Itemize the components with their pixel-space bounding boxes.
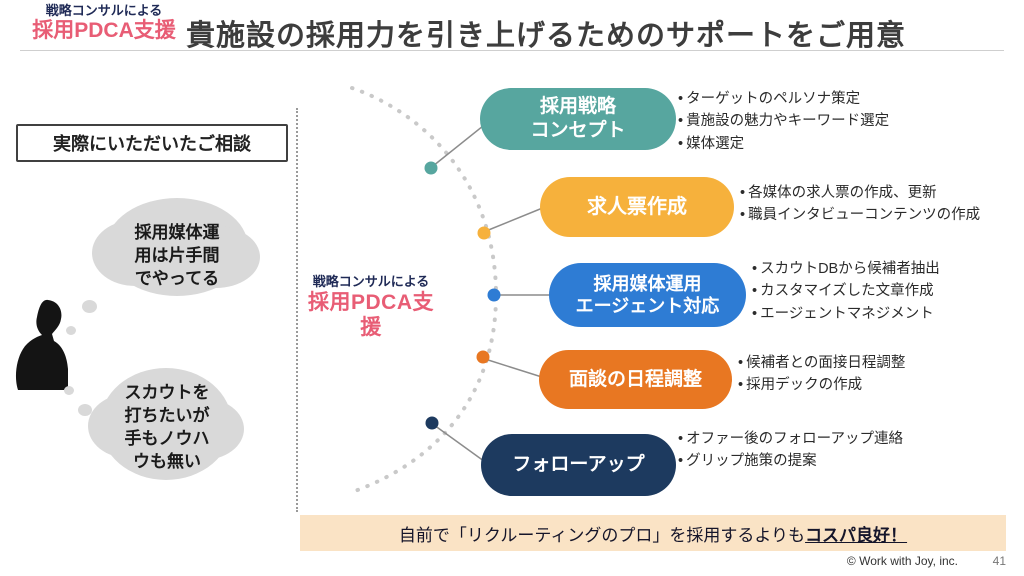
consult-heading-box: 実際にいただいたご相談 xyxy=(16,124,288,162)
bullet-item: グリップ施策の提案 xyxy=(678,450,903,472)
bullet-item: オファー後のフォローアップ連絡 xyxy=(678,428,903,450)
eyebrow-top-label: 戦略コンサルによる xyxy=(45,3,163,18)
thought-cloud-2 xyxy=(88,368,244,480)
header-divider xyxy=(20,50,1004,51)
connector-line-4 xyxy=(484,358,546,379)
copyright-text: © Work with Joy, inc. xyxy=(846,554,958,568)
bullet-item: 採用デックの作成 xyxy=(738,374,905,396)
thought-bubble-dot xyxy=(82,300,97,313)
step-pill-strategy-concept: 採用戦略 コンセプト xyxy=(480,88,676,150)
person-silhouette xyxy=(15,299,69,390)
eyebrow-main-label: 採用PDCA支援 xyxy=(32,18,176,42)
page-number: 41 xyxy=(992,554,1006,568)
bullet-item: ターゲットのペルソナ策定 xyxy=(678,88,889,110)
bullet-item: 貴施設の魅力やキーワード選定 xyxy=(678,110,889,132)
center-label-main: 採用PDCA支援 xyxy=(307,290,434,339)
banner-text: 自前で「リクルーティングのプロ」を採用するよりも xyxy=(398,525,806,545)
step-pill-job-posting: 求人票作成 xyxy=(540,177,734,237)
thought-bubble-dot xyxy=(64,386,74,395)
step-bullets-5: オファー後のフォローアップ連絡 グリップ施策の提案 xyxy=(678,428,903,473)
center-label: 戦略コンサルによる 採用PDCA支援 xyxy=(300,274,442,340)
step-pill-label-line: 求人票作成 xyxy=(587,195,687,218)
connector-line-1 xyxy=(432,121,489,167)
step-pill-label-line: エージェント対応 xyxy=(575,296,720,316)
thought-cloud-1 xyxy=(92,198,260,296)
bullet-item: 職員インタビューコンテンツの作成 xyxy=(740,204,980,226)
step-bullets-3: スカウトDBから候補者抽出 カスタマイズした文章作成 エージェントマネジメント xyxy=(752,258,940,325)
step-pill-label-line: 採用戦略 xyxy=(539,96,616,118)
connector-line-2 xyxy=(485,206,546,232)
step-dot-5 xyxy=(425,416,439,430)
step-pill-label-line: 面談の日程調整 xyxy=(568,368,702,390)
connector-line-5 xyxy=(433,424,489,465)
step-dot-4 xyxy=(476,350,490,364)
page-title: 貴施設の採用力を引き上げるためのサポートをご用意 xyxy=(186,20,907,52)
bullet-item: 媒体選定 xyxy=(678,133,889,155)
thought-bubble-dot xyxy=(66,326,76,335)
step-dot-2 xyxy=(477,226,491,240)
vertical-dotted-divider xyxy=(296,108,298,512)
bullet-item: エージェントマネジメント xyxy=(752,303,940,325)
banner-emphasis-text: コスパ良好！ xyxy=(805,525,908,545)
thought-bubble-dot xyxy=(78,404,92,416)
bullet-item: スカウトDBから候補者抽出 xyxy=(752,258,940,280)
step-pill-label-line: フォローアップ xyxy=(512,454,645,476)
center-label-top: 戦略コンサルによる xyxy=(312,274,430,289)
step-pill-label-line: コンセプト xyxy=(530,120,626,141)
step-dot-3 xyxy=(487,288,501,302)
step-dot-1 xyxy=(424,161,438,175)
thought-cloud-2-text: スカウトを打ちたいが手もノウハウも無い xyxy=(124,383,210,471)
bullet-item: カスタマイズした文章作成 xyxy=(752,280,940,302)
step-pill-label-line: 採用媒体運用 xyxy=(593,273,702,294)
header-eyebrow: 戦略コンサルによる 採用PDCA支援 xyxy=(24,3,184,43)
step-bullets-1: ターゲットのペルソナ策定 貴施設の魅力やキーワード選定 媒体選定 xyxy=(678,88,889,155)
step-pill-media-agent: 採用媒体運用 エージェント対応 xyxy=(549,263,746,327)
bullet-item: 各媒体の求人票の作成、更新 xyxy=(740,182,980,204)
cost-performance-banner: 自前で「リクルーティングのプロ」を採用するよりもコスパ良好！ xyxy=(300,515,1006,551)
step-bullets-2: 各媒体の求人票の作成、更新 職員インタビューコンテンツの作成 xyxy=(740,182,980,227)
step-pill-interview-scheduling: 面談の日程調整 xyxy=(539,350,732,409)
thought-cloud-1-text: 採用媒体運用は片手間でやってる xyxy=(134,223,220,288)
step-pill-followup: フォローアップ xyxy=(481,434,676,496)
bullet-item: 候補者との面接日程調整 xyxy=(738,352,905,374)
step-bullets-4: 候補者との面接日程調整 採用デックの作成 xyxy=(738,352,905,397)
